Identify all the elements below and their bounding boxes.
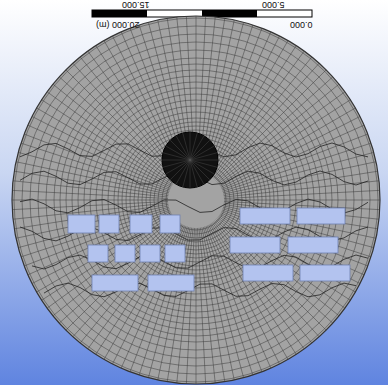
opening: [297, 208, 345, 224]
mesh-radial: [219, 92, 345, 184]
mesh-radial: [59, 219, 175, 323]
mesh-radial: [216, 70, 326, 180]
opening: [160, 215, 180, 233]
mesh-radial: [209, 36, 280, 175]
dense-core: [162, 132, 218, 188]
opening: [288, 237, 338, 253]
mesh-radial: [37, 108, 172, 186]
mesh-radial: [196, 228, 197, 384]
core-mesh: [176, 136, 190, 160]
core-mesh: [183, 133, 190, 160]
opening: [140, 245, 160, 262]
scale-label: 5.000: [262, 0, 285, 9]
opening: [115, 245, 135, 262]
mesh-radial: [220, 214, 355, 292]
mesh-grid: [12, 16, 380, 384]
mesh-radial: [219, 215, 350, 300]
opening: [300, 265, 350, 281]
core-mesh: [190, 153, 217, 160]
mesh-radial: [53, 84, 174, 182]
mesh-radial: [12, 201, 168, 209]
mesh-radial: [222, 125, 365, 188]
core-mesh: [190, 160, 204, 184]
mesh-radial: [16, 162, 169, 194]
scale-label: 15.000: [122, 0, 150, 9]
scale-label: 0.000: [290, 20, 313, 29]
mesh-radial: [209, 225, 280, 364]
scale-bar-segment: [92, 10, 147, 17]
core-mesh: [162, 160, 190, 161]
mesh-radial: [28, 125, 171, 188]
scale-label: 20.000 (m): [96, 20, 140, 29]
mesh-radial: [158, 227, 190, 380]
mesh-radial: [218, 84, 339, 182]
opening: [68, 215, 95, 233]
mesh-radial: [214, 57, 312, 178]
mesh-radial: [217, 77, 333, 181]
mesh-radial: [224, 204, 378, 228]
core-mesh: [190, 160, 217, 167]
mesh-radial: [197, 228, 205, 384]
mesh-radial: [139, 227, 187, 375]
core-mesh: [163, 160, 190, 167]
mesh-radial: [219, 100, 350, 185]
mesh-radial: [221, 116, 360, 187]
core-mesh: [190, 160, 218, 161]
mesh-radial: [215, 63, 319, 179]
mesh-radial: [18, 207, 169, 247]
opening: [130, 215, 152, 233]
opening: [92, 275, 138, 291]
mesh-radial: [219, 216, 345, 308]
core-mesh: [190, 146, 214, 160]
core-mesh: [163, 153, 190, 160]
mesh-band: [44, 283, 356, 297]
core-mesh: [190, 160, 191, 188]
mesh-radial: [222, 134, 368, 190]
opening: [99, 215, 119, 233]
mesh-radial: [224, 190, 380, 198]
opening: [240, 208, 290, 224]
core-mesh: [166, 160, 190, 174]
core-mesh: [190, 132, 191, 160]
mesh-radial: [59, 77, 175, 181]
mesh-radial: [212, 51, 304, 177]
model-domain: [12, 16, 380, 384]
mesh-radial: [32, 213, 171, 284]
opening: [243, 265, 293, 281]
mesh-radial: [24, 210, 170, 266]
core-mesh: [190, 160, 197, 187]
mesh-radial: [210, 224, 288, 359]
mesh-radial: [66, 70, 176, 180]
core-mesh: [183, 160, 190, 187]
mesh-radial: [28, 211, 171, 274]
mesh-radial: [24, 134, 170, 190]
mesh-radial: [211, 223, 296, 354]
scale-bar-segment: [202, 10, 257, 17]
opening: [165, 245, 185, 262]
mesh-radial: [224, 200, 380, 201]
opening: [148, 275, 194, 291]
mesh-radial: [130, 226, 186, 372]
opening: [230, 237, 280, 253]
mesh-radial: [47, 92, 173, 184]
opening: [88, 245, 108, 262]
mesh-radial: [223, 209, 371, 257]
core-mesh: [190, 133, 197, 160]
mesh-radial: [18, 152, 169, 192]
